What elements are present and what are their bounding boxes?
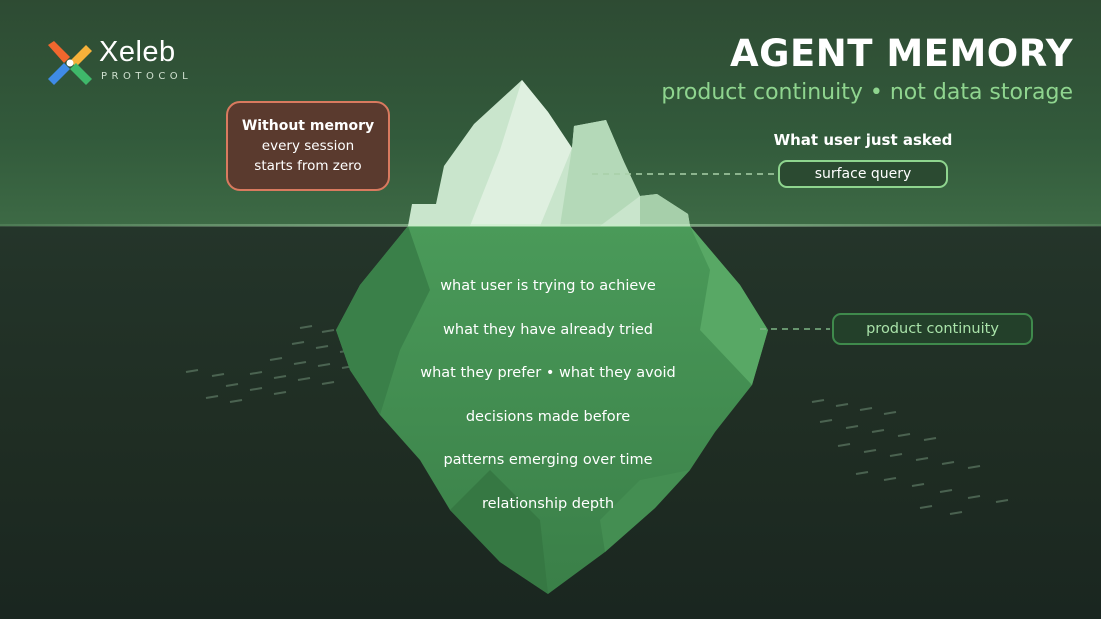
deep-memory-item: relationship depth xyxy=(481,495,615,512)
deep-memory-item: what they prefer • what they avoid xyxy=(420,365,676,381)
surface-caption: What user just asked xyxy=(773,131,953,149)
callout-line-2: every session xyxy=(261,138,355,154)
brand-name: Xeleb xyxy=(99,36,176,68)
fish-school-right xyxy=(811,399,1009,515)
deep-memory-list: what user is trying to achieve what they… xyxy=(383,272,713,533)
deep-memory-item: decisions made before xyxy=(465,408,631,425)
waterline xyxy=(0,224,1101,227)
surface-query-pill: surface query xyxy=(778,160,948,188)
deep-memory-item: what they have already tried xyxy=(443,321,653,338)
brand-tagline: PROTOCOL xyxy=(101,71,193,82)
callout-line-1: Without memory xyxy=(241,118,375,134)
iceberg-underwater xyxy=(336,226,768,594)
iceberg-tip xyxy=(408,80,690,226)
page-title: AGENT MEMORY xyxy=(730,32,1073,75)
callout-line-3: starts from zero xyxy=(254,158,362,174)
xeleb-logo-mark xyxy=(48,41,92,85)
without-memory-callout: Without memory every session starts from… xyxy=(226,101,390,191)
deep-memory-item: patterns emerging over time xyxy=(443,452,653,468)
deep-memory-item: what user is trying to achieve xyxy=(440,278,656,294)
brand-logo: Xeleb PROTOCOL xyxy=(47,36,217,88)
product-continuity-pill: product continuity xyxy=(832,313,1033,345)
page-subtitle: product continuity • not data storage xyxy=(661,80,1073,105)
